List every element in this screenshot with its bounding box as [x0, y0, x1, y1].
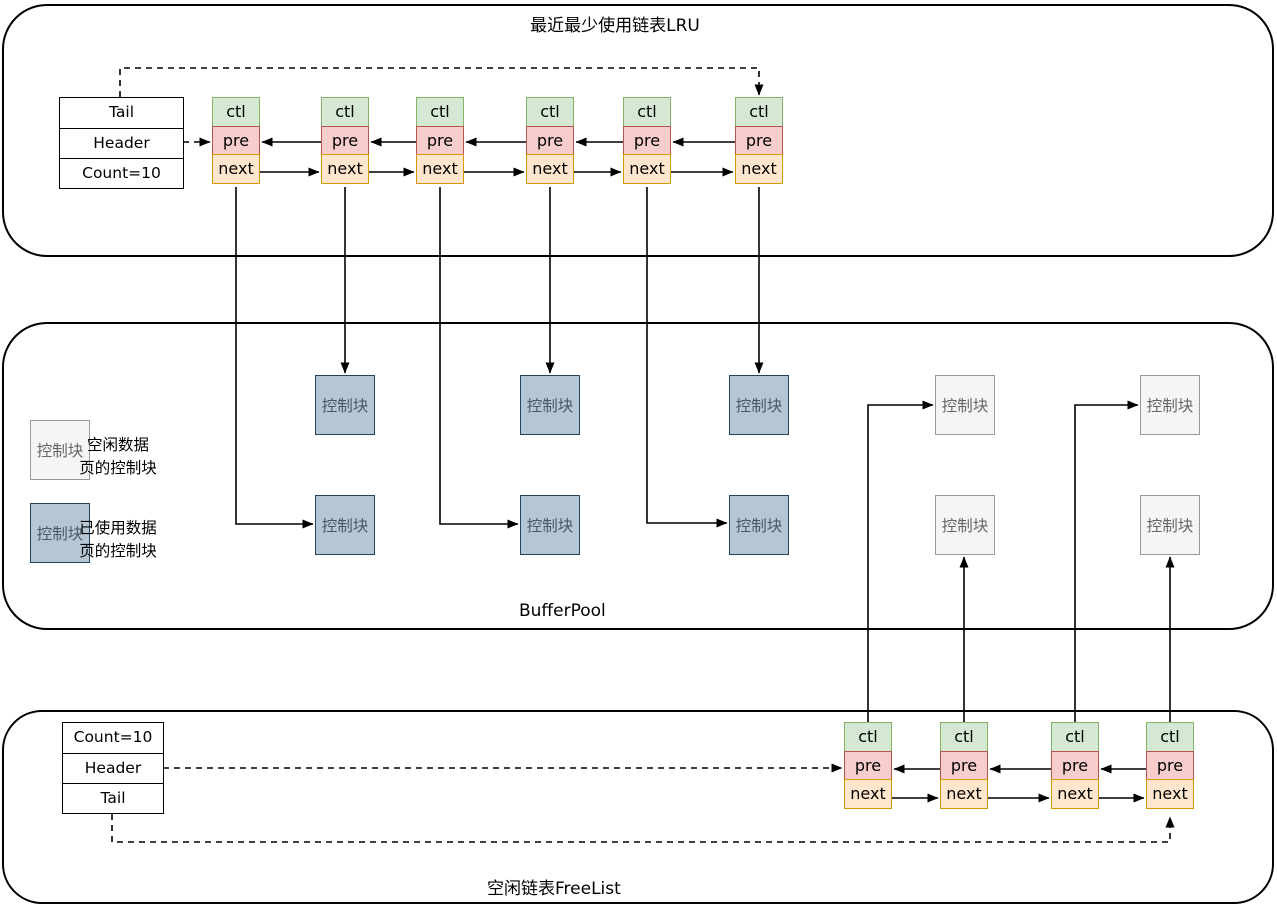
lru-node-1-ctl: ctl [212, 97, 260, 127]
used-control-block-5: 控制块 [520, 495, 580, 555]
freelist-node-3-next: next [1051, 779, 1099, 809]
legend-used-text: 已使用数据 页的控制块 [74, 517, 162, 563]
lru-node-5-next: next [623, 154, 671, 184]
freelist-node-4-pre: pre [1146, 750, 1194, 781]
lru-node-2: ctl pre next [321, 97, 369, 184]
free-control-block-3: 控制块 [935, 495, 995, 555]
freelist-header-header: Header [63, 753, 163, 783]
lru-node-3-pre: pre [416, 125, 464, 156]
lru-node-2-pre: pre [321, 125, 369, 156]
free-control-block-1: 控制块 [935, 375, 995, 435]
freelist-node-4: ctl pre next [1146, 722, 1194, 809]
used-control-block-4-label: 控制块 [321, 517, 369, 535]
freelist-node-2-pre: pre [940, 750, 988, 781]
freelist-node-3-pre: pre [1051, 750, 1099, 781]
lru-node-4-next: next [526, 154, 574, 184]
legend-free-text-line1: 空闲数据 [86, 436, 149, 454]
legend-used-block-label: 控制块 [36, 525, 84, 543]
lru-node-6: ctl pre next [735, 97, 783, 184]
used-control-block-3: 控制块 [729, 375, 789, 435]
freelist-header-box: Count=10 Header Tail [62, 722, 164, 814]
freelist-node-3-ctl: ctl [1051, 722, 1099, 752]
used-control-block-1: 控制块 [315, 375, 375, 435]
lru-container [2, 4, 1274, 257]
used-control-block-5-label: 控制块 [526, 517, 574, 535]
freelist-node-1-pre: pre [844, 750, 892, 781]
freelist-node-4-next: next [1146, 779, 1194, 809]
lru-node-5-ctl: ctl [623, 97, 671, 127]
freelist-node-3: ctl pre next [1051, 722, 1099, 809]
lru-header-box: Tail Header Count=10 [59, 97, 184, 189]
free-control-block-4: 控制块 [1140, 495, 1200, 555]
lru-node-1-next: next [212, 154, 260, 184]
lru-node-2-ctl: ctl [321, 97, 369, 127]
lru-node-4: ctl pre next [526, 97, 574, 184]
used-control-block-2: 控制块 [520, 375, 580, 435]
legend-free-block-label: 控制块 [36, 442, 84, 460]
free-control-block-2: 控制块 [1140, 375, 1200, 435]
lru-node-3-next: next [416, 154, 464, 184]
lru-node-6-pre: pre [735, 125, 783, 156]
freelist-node-2-ctl: ctl [940, 722, 988, 752]
lru-node-3-ctl: ctl [416, 97, 464, 127]
legend-free-text-line2: 页的控制块 [79, 459, 157, 477]
lru-node-5-pre: pre [623, 125, 671, 156]
lru-header-tail: Tail [108, 103, 134, 121]
freelist-node-1: ctl pre next [844, 722, 892, 809]
lru-title: 最近最少使用链表LRU [530, 16, 700, 36]
lru-node-2-next: next [321, 154, 369, 184]
legend-used-block: 控制块 [30, 503, 90, 563]
used-control-block-1-label: 控制块 [321, 397, 369, 415]
lru-node-5: ctl pre next [623, 97, 671, 184]
freelist-node-1-ctl: ctl [844, 722, 892, 752]
bufferpool-title: BufferPool [519, 601, 606, 621]
lru-node-3: ctl pre next [416, 97, 464, 184]
lru-node-4-pre: pre [526, 125, 574, 156]
freelist-node-1-next: next [844, 779, 892, 809]
lru-node-1-pre: pre [212, 125, 260, 156]
lru-node-1: ctl pre next [212, 97, 260, 184]
lru-node-6-next: next [735, 154, 783, 184]
used-control-block-6: 控制块 [729, 495, 789, 555]
freelist-header-tail: Tail [63, 783, 163, 813]
legend-free-block: 控制块 [30, 420, 90, 480]
lru-node-4-ctl: ctl [526, 97, 574, 127]
used-control-block-4: 控制块 [315, 495, 375, 555]
lru-node-6-ctl: ctl [735, 97, 783, 127]
legend-used-text-line1: 已使用数据 [79, 519, 157, 537]
free-control-block-1-label: 控制块 [941, 397, 989, 415]
free-control-block-2-label: 控制块 [1146, 397, 1194, 415]
used-control-block-2-label: 控制块 [526, 397, 574, 415]
used-control-block-3-label: 控制块 [735, 397, 783, 415]
bufferpool-container [2, 322, 1274, 630]
lru-header-count: Count=10 [60, 158, 183, 188]
freelist-node-4-ctl: ctl [1146, 722, 1194, 752]
legend-free-text: 空闲数据 页的控制块 [74, 434, 162, 480]
freelist-node-2: ctl pre next [940, 722, 988, 809]
freelist-title: 空闲链表FreeList [487, 879, 621, 899]
legend-used-text-line2: 页的控制块 [79, 542, 157, 560]
lru-header-header: Header [60, 128, 183, 158]
freelist-header-count: Count=10 [73, 728, 153, 746]
freelist-container [2, 710, 1274, 904]
used-control-block-6-label: 控制块 [735, 517, 783, 535]
freelist-node-2-next: next [940, 779, 988, 809]
free-control-block-4-label: 控制块 [1146, 517, 1194, 535]
free-control-block-3-label: 控制块 [941, 517, 989, 535]
